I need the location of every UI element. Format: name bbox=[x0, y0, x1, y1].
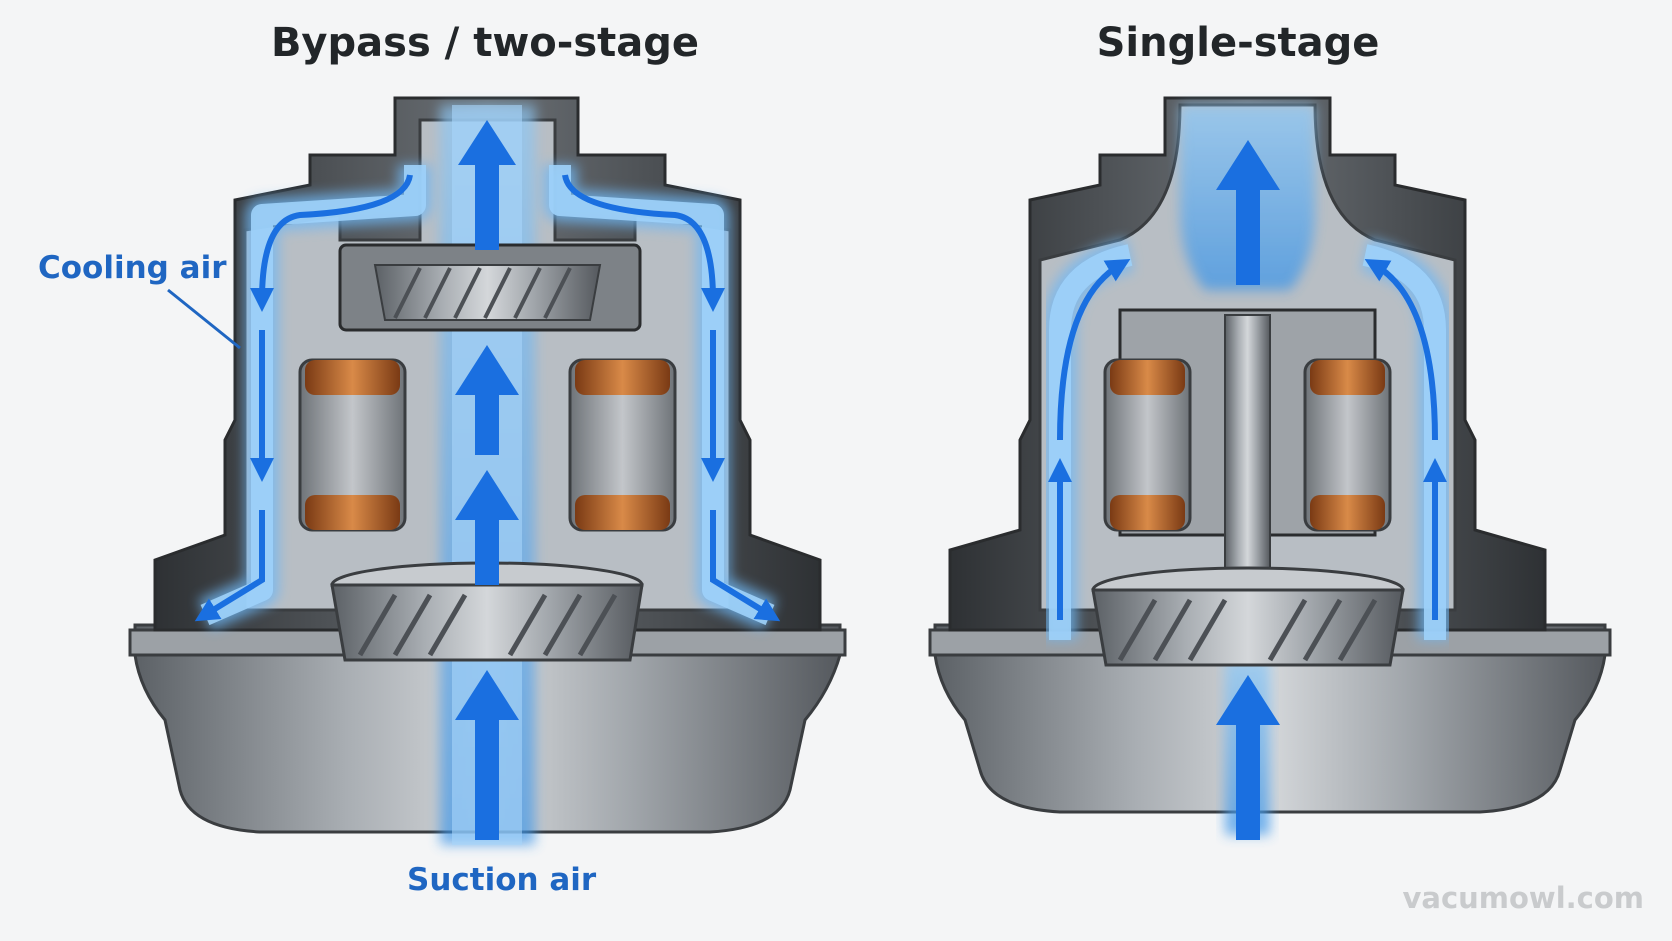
lower-fan-impeller bbox=[330, 561, 644, 662]
motor-stator-left bbox=[298, 358, 407, 532]
motor-shaft bbox=[1224, 314, 1271, 586]
suction-air-arrows bbox=[1216, 140, 1280, 840]
title-bypass-two-stage: Bypass / two-stage bbox=[270, 20, 700, 66]
upper-fan-impeller bbox=[338, 243, 642, 332]
watermark: vacumowl.com bbox=[1402, 881, 1644, 915]
fan-impeller bbox=[1091, 566, 1405, 667]
cooling-air-arrows bbox=[194, 174, 781, 622]
motor-stator-left bbox=[1103, 358, 1192, 532]
title-single-stage: Single-stage bbox=[1096, 20, 1380, 66]
motor-stator-right bbox=[1303, 358, 1392, 532]
bypass-motor bbox=[128, 96, 847, 845]
single-stage-motor bbox=[928, 96, 1612, 840]
suction-air-label: Suction air bbox=[407, 862, 597, 898]
cooling-air-label: Cooling air bbox=[38, 250, 227, 286]
suction-air-arrows bbox=[455, 120, 519, 840]
motor-stator-right bbox=[568, 358, 677, 532]
cooling-air-leader-line bbox=[167, 288, 241, 350]
airflow-arrows bbox=[1048, 258, 1447, 620]
